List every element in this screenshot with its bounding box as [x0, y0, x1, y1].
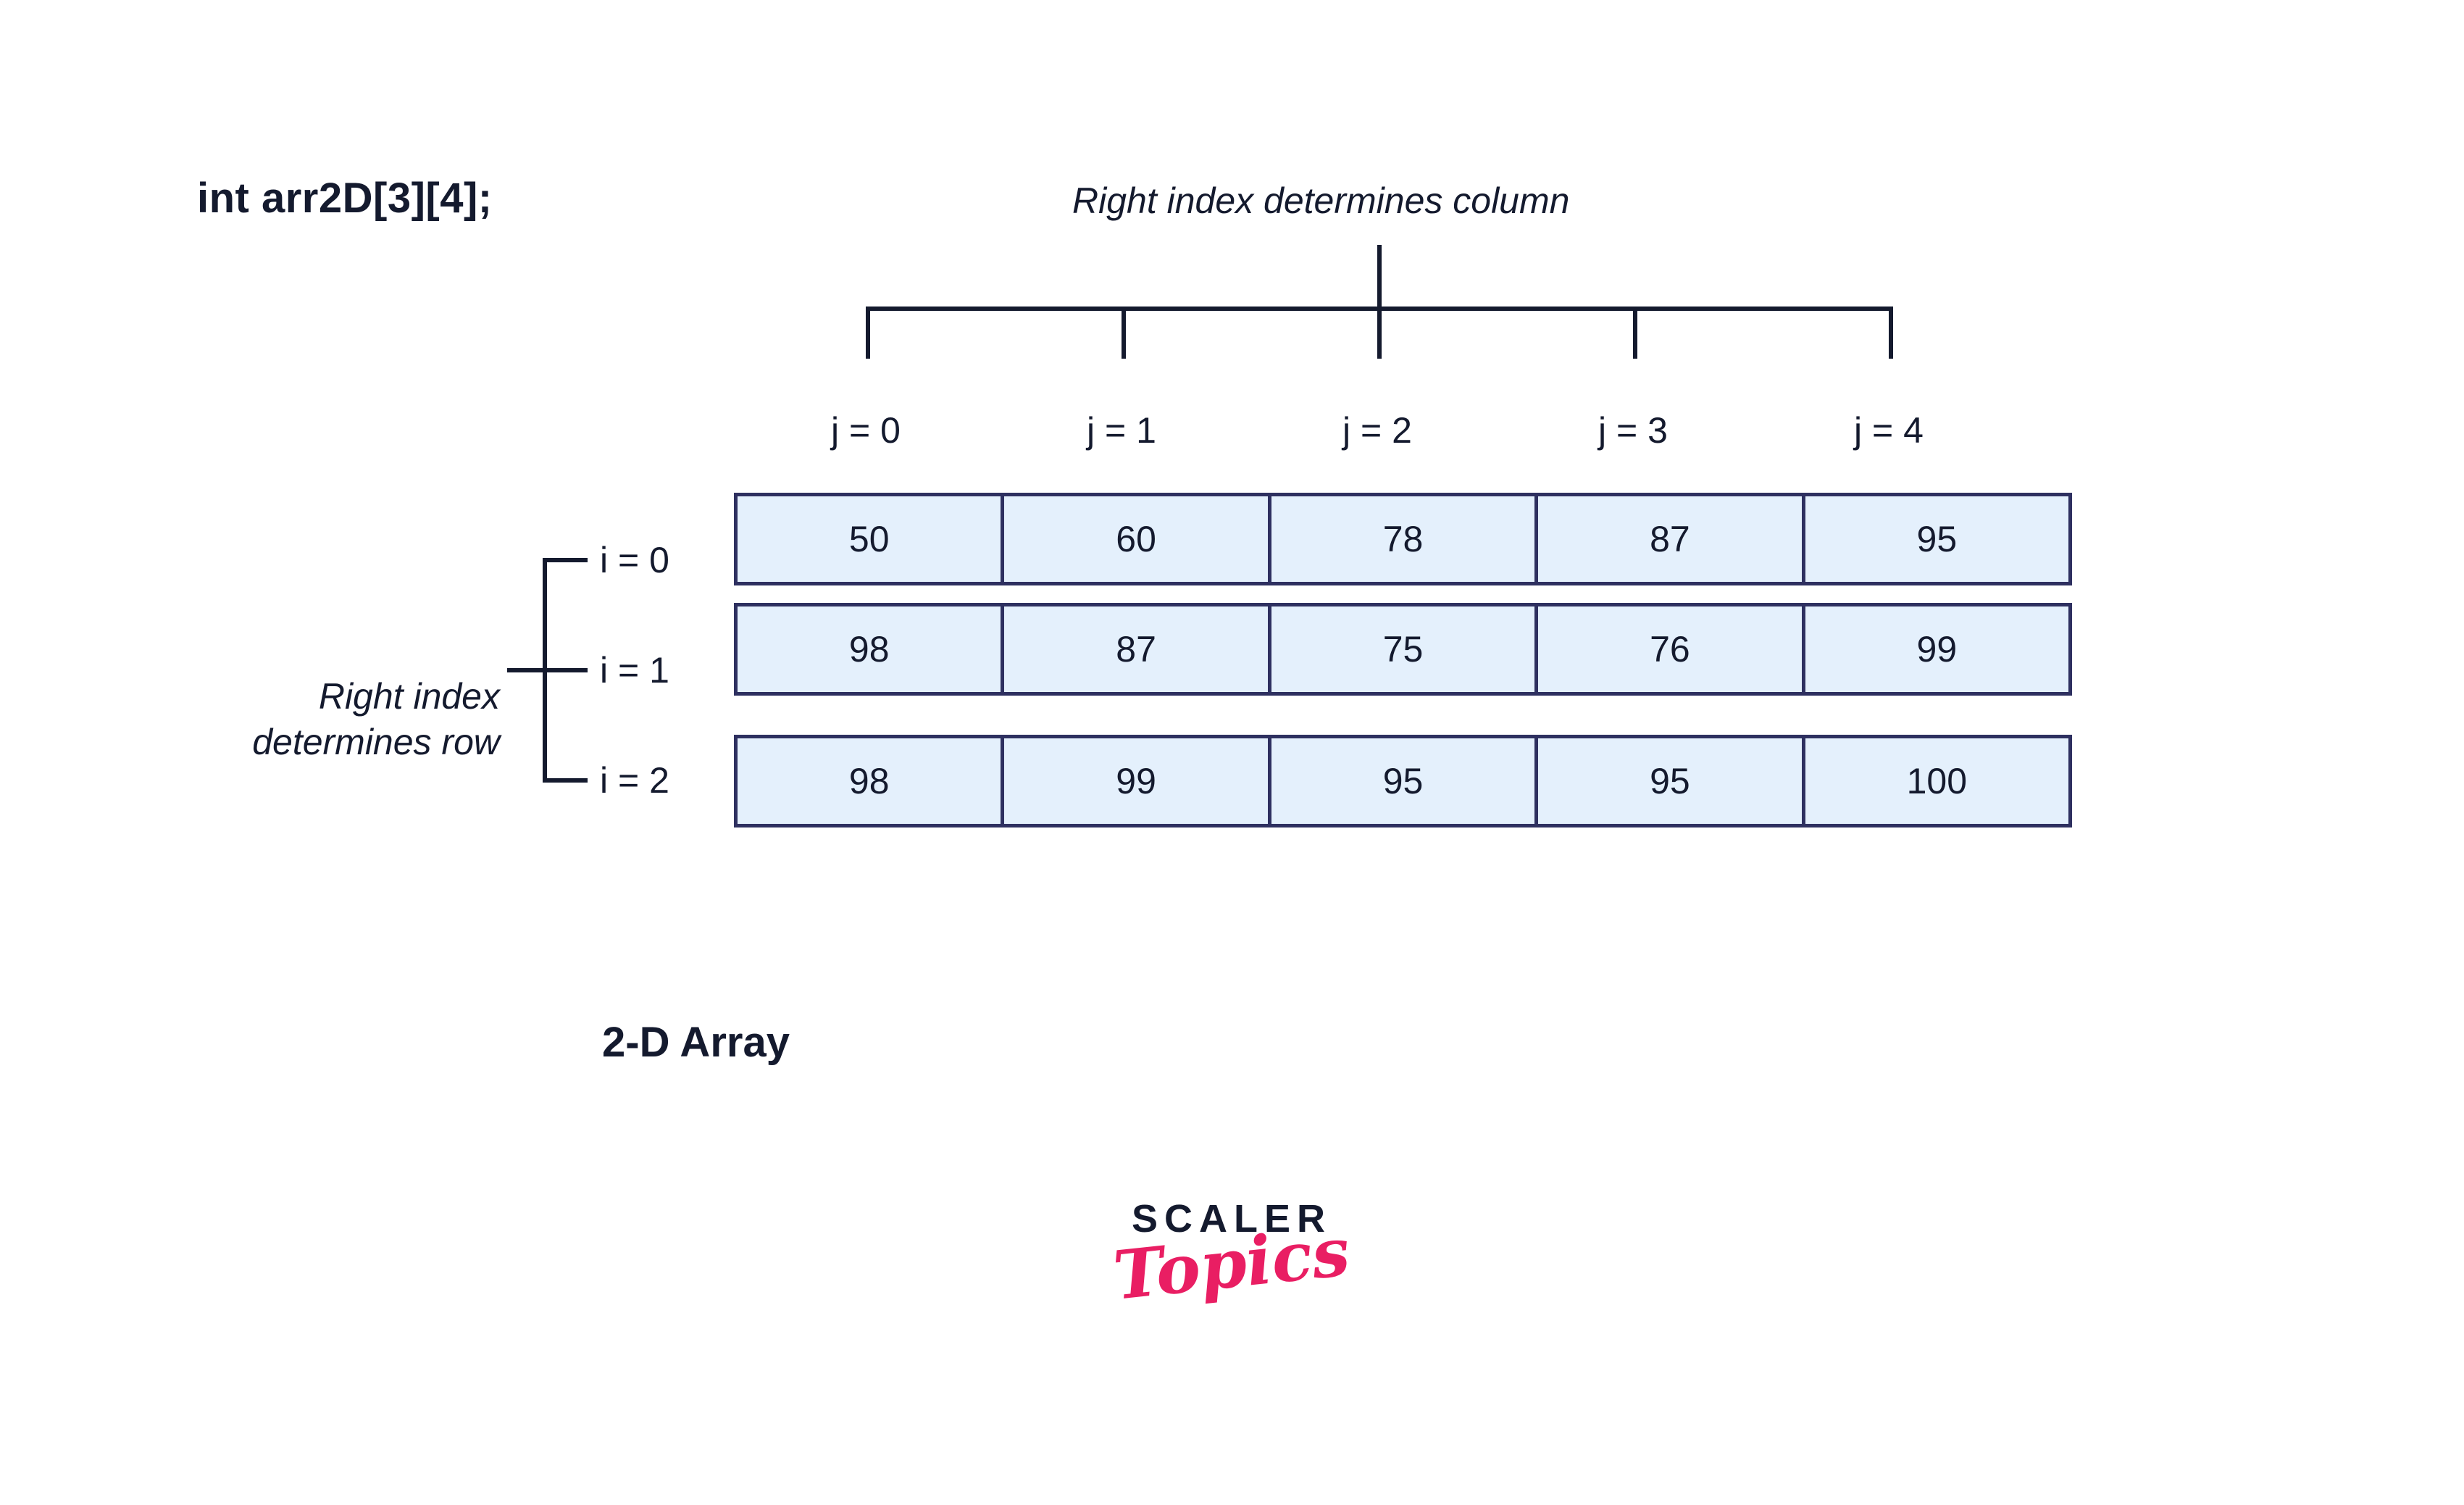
- table-row: 98 99 95 95 100: [734, 735, 2072, 827]
- column-label-4: j = 4: [1854, 410, 1924, 451]
- row-bracket-arm-0: [543, 558, 588, 562]
- column-label-0: j = 0: [831, 410, 901, 451]
- column-label-2: j = 2: [1342, 410, 1412, 451]
- column-tick-4: [1889, 307, 1893, 359]
- column-label-3: j = 3: [1598, 410, 1668, 451]
- table-row: 98 87 75 76 99: [734, 603, 2072, 696]
- row-bracket-stem: [507, 668, 547, 672]
- array-cell[interactable]: 78: [1271, 496, 1539, 582]
- column-caption: Right index determines column: [1072, 180, 1570, 221]
- array-cell[interactable]: 99: [1805, 606, 2069, 692]
- logo-scaler-text: SCALER: [1131, 1197, 1332, 1241]
- array-cell[interactable]: 95: [1805, 496, 2069, 582]
- row-label-2: i = 2: [600, 760, 669, 801]
- diagram-title: 2-D Array: [0, 1018, 2464, 1067]
- array-cell[interactable]: 60: [1004, 496, 1271, 582]
- diagram-title-text: 2-D Array: [602, 1019, 790, 1066]
- column-label-1: j = 1: [1087, 410, 1156, 451]
- array-cell[interactable]: 76: [1538, 606, 1805, 692]
- column-tick-3: [1633, 307, 1637, 359]
- array-cell[interactable]: 95: [1538, 738, 1805, 824]
- array-cell[interactable]: 87: [1538, 496, 1805, 582]
- column-tick-2: [1377, 307, 1382, 359]
- row-bracket-arm-1: [543, 668, 588, 672]
- array-cell[interactable]: 100: [1805, 738, 2069, 824]
- row-caption-line-1: Right index: [318, 676, 500, 717]
- row-label-1: i = 1: [600, 650, 669, 691]
- row-label-0: i = 0: [600, 540, 669, 580]
- array-cell[interactable]: 75: [1271, 606, 1539, 692]
- array-cell[interactable]: 50: [738, 496, 1005, 582]
- array-declaration: int arr2D[3][4];: [197, 175, 493, 222]
- array-cell[interactable]: 98: [738, 606, 1005, 692]
- scaler-topics-logo: SCALER Topics: [1094, 1197, 1369, 1315]
- column-bracket-stem: [1377, 245, 1382, 309]
- array-cell[interactable]: 87: [1004, 606, 1271, 692]
- row-caption-line-2: determines row: [252, 721, 500, 762]
- column-tick-1: [1122, 307, 1126, 359]
- row-caption: Right index determines row: [181, 674, 500, 764]
- column-tick-0: [866, 307, 870, 359]
- array-cell[interactable]: 99: [1004, 738, 1271, 824]
- array-cell[interactable]: 98: [738, 738, 1005, 824]
- array-cell[interactable]: 95: [1271, 738, 1539, 824]
- table-row: 50 60 78 87 95: [734, 493, 2072, 585]
- row-bracket-arm-2: [543, 778, 588, 783]
